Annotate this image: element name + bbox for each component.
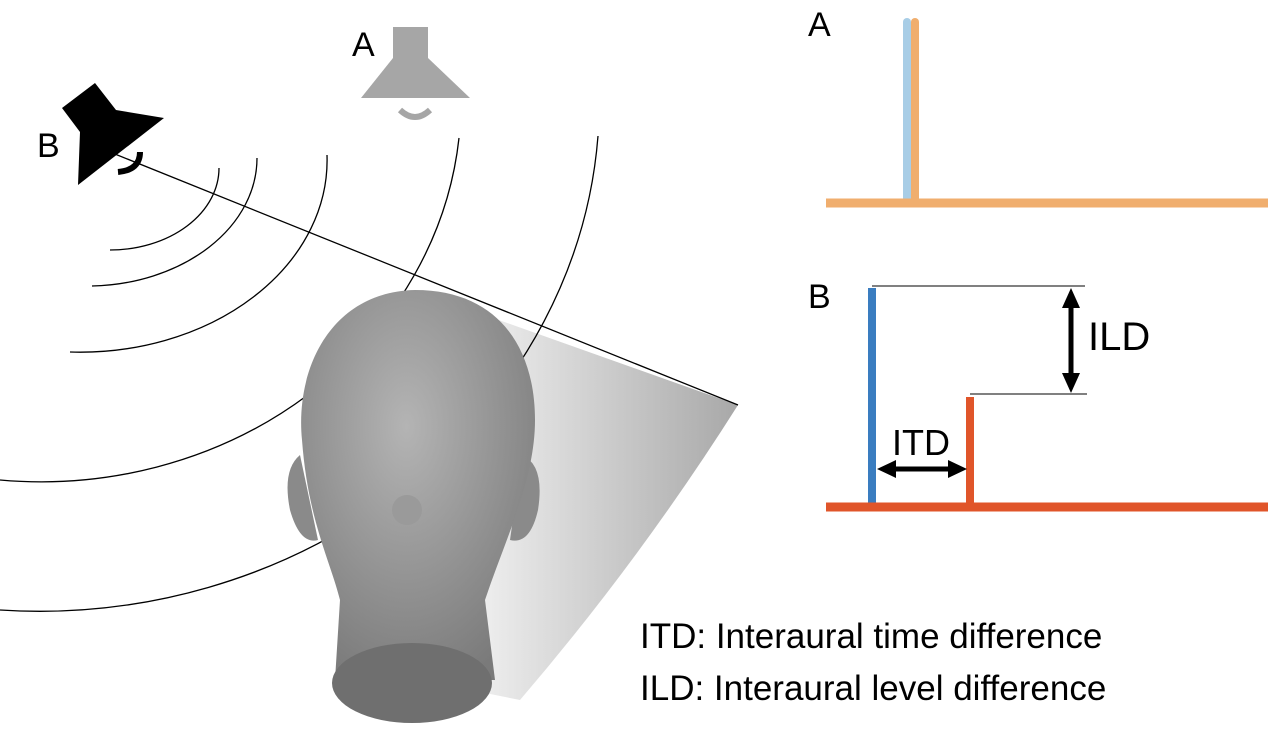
speaker-a-label: A [352,26,375,64]
wave-arc [69,154,328,353]
speaker-b-label: B [37,127,60,165]
legend-ild: ILD: Interaural level difference [640,669,1106,708]
plot-b-label: B [808,278,831,316]
head [287,290,540,723]
plot-a-label: A [808,6,831,44]
neck-base [332,643,492,723]
speaker-a-icon [361,27,470,120]
right-ear [510,455,540,541]
ild-arrow [1062,288,1080,393]
ild-label: ILD [1088,315,1150,359]
left-ear [287,455,318,541]
speaker-b-icon [62,83,164,185]
direct-path-line [104,149,739,406]
wave-arc [91,157,258,287]
ear-canal-marker [392,495,422,525]
legend-itd: ITD: Interaural time difference [640,617,1102,656]
itd-label: ITD [892,422,950,463]
itd-arrow [877,460,967,478]
wave-arc [109,167,220,251]
